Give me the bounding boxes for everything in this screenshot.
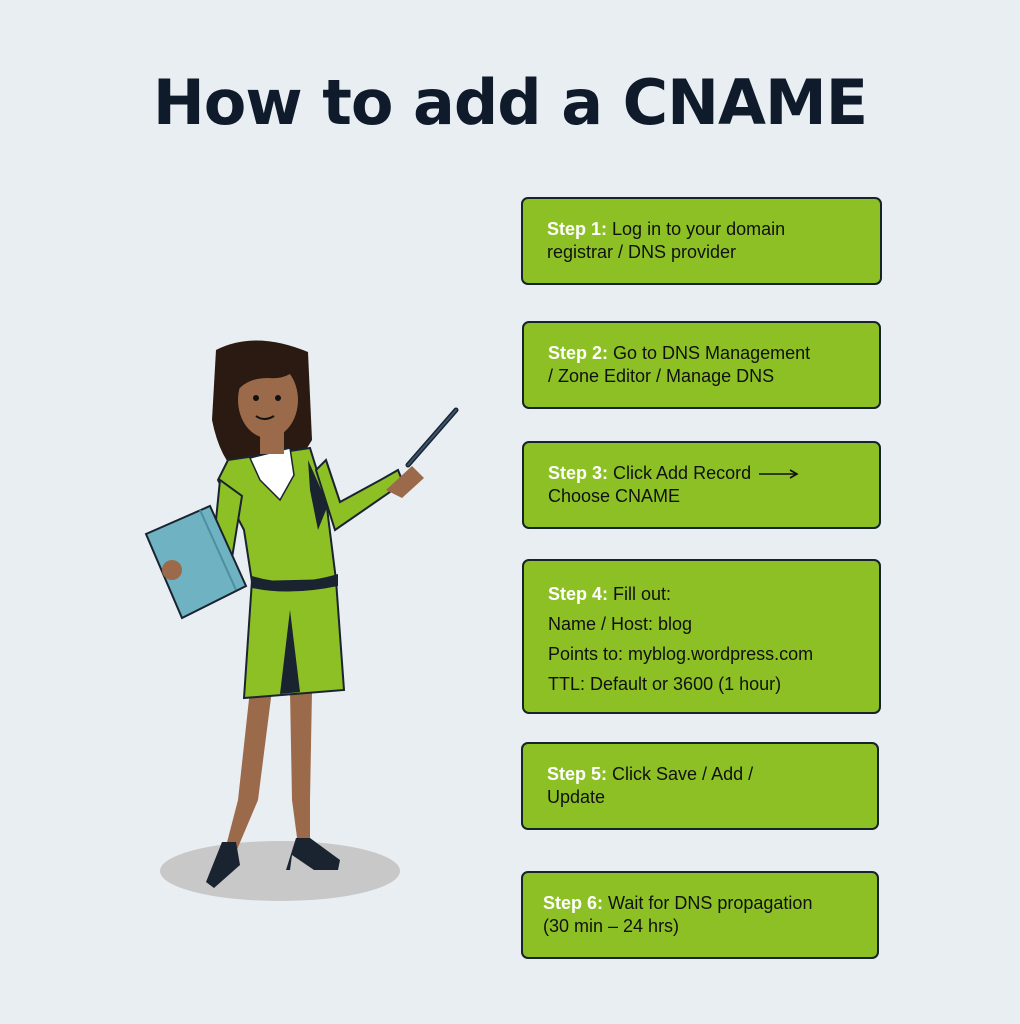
step-text: registrar / DNS provider <box>547 242 737 262</box>
step-text: Name / Host: blog <box>548 614 693 634</box>
step-text: Wait for DNS propagation <box>608 893 813 913</box>
step-text: Update <box>547 787 606 807</box>
step-text: Go to DNS Management <box>613 343 811 363</box>
step-text: Fill out: <box>613 584 672 604</box>
step-text: Click Save / Add / <box>612 764 754 784</box>
step-text: Click Add Record <box>613 463 752 483</box>
step-text: TTL: Default or 3600 (1 hour) <box>548 674 782 694</box>
step-label: Step 5: <box>547 764 608 784</box>
step-text: (30 min – 24 hrs) <box>543 916 680 936</box>
step-label: Step 2: <box>548 343 609 363</box>
step-card-4: Step 4: Fill out: Name / Host: blog Poin… <box>522 559 881 714</box>
step-card-1: Step 1: Log in to your domain registrar … <box>521 197 882 285</box>
step-card-3: Step 3: Click Add Record Choose CNAME <box>522 441 881 529</box>
step-label: Step 1: <box>547 219 608 239</box>
presenter-illustration <box>144 340 459 901</box>
step-card-2: Step 2: Go to DNS Management / Zone Edit… <box>522 321 881 409</box>
step-label: Step 6: <box>543 893 604 913</box>
step-label: Step 3: <box>548 463 609 483</box>
step-text: / Zone Editor / Manage DNS <box>548 366 775 386</box>
step-label: Step 4: <box>548 584 609 604</box>
step-text: Choose CNAME <box>548 486 681 506</box>
step-card-5: Step 5: Click Save / Add / Update <box>521 742 879 830</box>
right-arrow-icon <box>759 469 799 479</box>
step-card-6: Step 6: Wait for DNS propagation (30 min… <box>521 871 879 959</box>
page-title: How to add a CNAME <box>152 66 868 139</box>
step-text: Log in to your domain <box>612 219 786 239</box>
step-text: Points to: myblog.wordpress.com <box>548 644 814 664</box>
